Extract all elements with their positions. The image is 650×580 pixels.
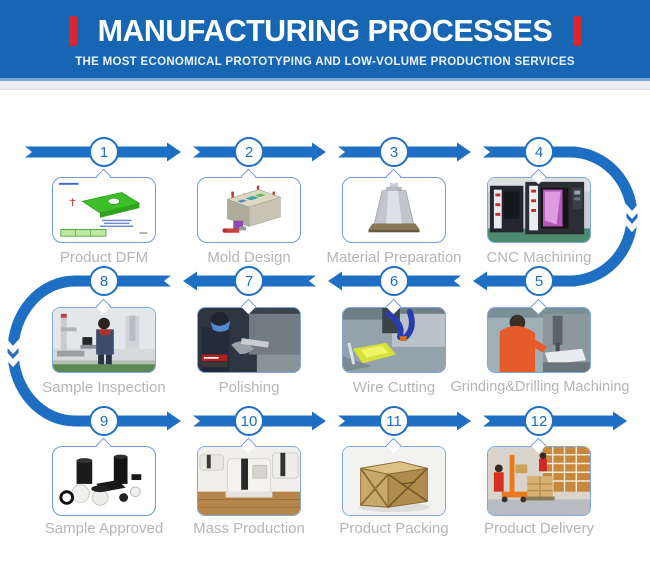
step-12-number-badge: 12 bbox=[524, 406, 554, 436]
step-10-image-mass-production bbox=[197, 446, 301, 516]
step-4-image-cnc-machining bbox=[487, 177, 591, 243]
step-6-label: Wire Cutting bbox=[352, 379, 436, 396]
title-row: MANUFACTURING PROCESSES bbox=[69, 13, 581, 49]
step-1-label: Product DFM bbox=[59, 249, 149, 266]
header-banner: MANUFACTURING PROCESSES THE MOST ECONOMI… bbox=[0, 0, 650, 78]
step-3-label: Material Preparation bbox=[326, 249, 462, 266]
step-5-label: Grinding&Drilling Machining bbox=[450, 379, 630, 395]
step-8-label: Sample Inspection bbox=[42, 379, 166, 396]
step-8-image-sample-inspection bbox=[52, 307, 156, 373]
step-9-label: Sample Approved bbox=[44, 520, 164, 537]
step-5-number-badge: 5 bbox=[524, 266, 554, 296]
step-2-number-badge: 2 bbox=[234, 137, 264, 167]
step-11-image-product-packing bbox=[342, 446, 446, 516]
page-title: MANUFACTURING PROCESSES bbox=[97, 12, 553, 48]
step-1-image-product-dfm bbox=[52, 177, 156, 243]
page-subtitle: THE MOST ECONOMICAL PROTOTYPING AND LOW-… bbox=[75, 55, 575, 68]
step-10-number-badge: 10 bbox=[234, 406, 264, 436]
step-1-number-badge: 1 bbox=[89, 137, 119, 167]
step-9-image-sample-approved bbox=[52, 446, 156, 516]
step-4-number-badge: 4 bbox=[524, 137, 554, 167]
step-12-label: Product Delivery bbox=[483, 520, 595, 537]
step-8-number-badge: 8 bbox=[89, 266, 119, 296]
step-7-number-badge: 7 bbox=[234, 266, 264, 296]
step-5-image-grinding-drilling bbox=[487, 307, 591, 373]
left-red-accent-bar bbox=[69, 15, 78, 46]
step-6-number-badge: 6 bbox=[379, 266, 409, 296]
step-6-image-wire-cutting bbox=[342, 307, 446, 373]
right-red-accent-bar bbox=[572, 15, 581, 46]
step-3-image-material-preparation bbox=[342, 177, 446, 243]
step-12-image-product-delivery bbox=[487, 446, 591, 516]
step-11-label: Product Packing bbox=[339, 520, 449, 537]
step-7-image-polishing bbox=[197, 307, 301, 373]
step-7-label: Polishing bbox=[218, 379, 280, 396]
step-4-label: CNC Machining bbox=[486, 249, 592, 266]
header-divider-strip-2 bbox=[0, 81, 650, 90]
header-divider-strip bbox=[0, 78, 650, 81]
step-10-label: Mass Production bbox=[193, 520, 305, 537]
step-9-number-badge: 9 bbox=[89, 406, 119, 436]
step-11-number-badge: 11 bbox=[379, 406, 409, 436]
step-2-image-mold-design bbox=[197, 177, 301, 243]
step-3-number-badge: 3 bbox=[379, 137, 409, 167]
step-2-label: Mold Design bbox=[207, 249, 291, 266]
